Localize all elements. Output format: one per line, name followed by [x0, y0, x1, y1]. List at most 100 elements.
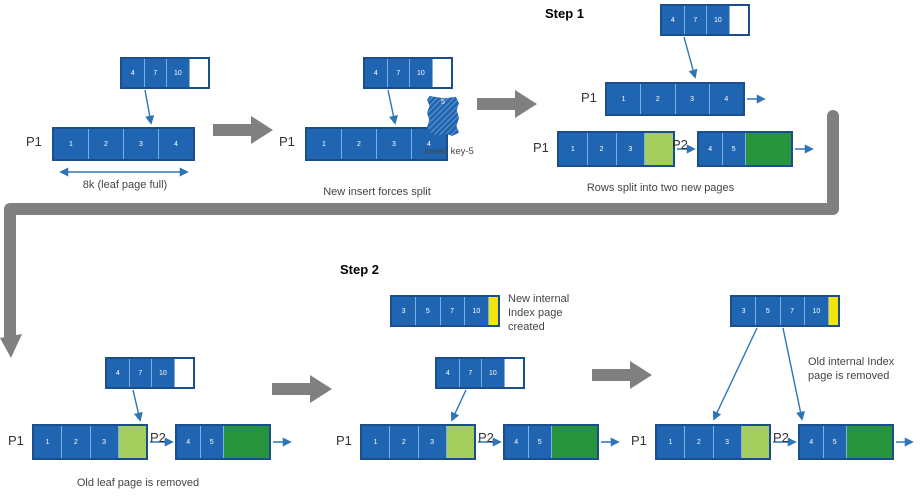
- caption-new-internal: New internal Index page created: [508, 293, 570, 333]
- page-cell: 2: [62, 426, 91, 458]
- page-cell: 4: [122, 59, 145, 87]
- page-cell: 5: [529, 426, 552, 458]
- page-cell: 2: [588, 133, 617, 165]
- page-cell: 1: [607, 84, 642, 114]
- page-cell: 1: [54, 129, 89, 159]
- page-label-p2: P2: [478, 430, 494, 445]
- page-cell: 10: [152, 359, 175, 387]
- page-cell: [741, 426, 769, 458]
- page-cell: 1: [657, 426, 686, 458]
- page-cell: 4: [177, 426, 201, 458]
- page-cell: 2: [685, 426, 714, 458]
- step1-title: Step 1: [545, 6, 585, 21]
- arrow-internal-to-leaf-3: [683, 36, 698, 79]
- page-cell: 1: [307, 129, 342, 159]
- page-cell: 1: [34, 426, 63, 458]
- block-arrow-2: [477, 90, 537, 118]
- arrow-internal-to-p1-b2: [450, 389, 467, 422]
- insert-key-value: 5: [441, 99, 445, 106]
- page-cell: [729, 6, 749, 34]
- page-label-p1: P1: [581, 90, 597, 105]
- caption-insert-key: Insert key-5: [424, 146, 474, 157]
- page-label-p1: P1: [336, 433, 352, 448]
- arrow-newinternal-to-p1: [712, 327, 758, 421]
- page-cell: [746, 133, 791, 165]
- page-cell: 7: [388, 59, 411, 87]
- page-cell: [645, 133, 673, 165]
- page-cell: 3: [91, 426, 119, 458]
- page-cell: 10: [482, 359, 505, 387]
- caption-new-insert: New insert forces split: [323, 186, 431, 198]
- page-cell: 5: [416, 297, 441, 325]
- block-arrow-3: [272, 375, 332, 403]
- pointer-arrows: [59, 36, 914, 447]
- block-arrow-1: [213, 116, 273, 144]
- page-cell: 4: [174, 140, 178, 148]
- page-cell: [432, 59, 452, 87]
- page-cell: 10: [410, 59, 433, 87]
- page-cell: 5: [723, 133, 746, 165]
- caption-leaf-full: 8k (leaf page full): [82, 179, 168, 191]
- page-cell: 2: [342, 129, 377, 159]
- block-arrow-4: [592, 361, 652, 389]
- page-cell: 4: [699, 133, 723, 165]
- page-cell: 7: [460, 359, 483, 387]
- page-cell: 10: [805, 297, 829, 325]
- page-cell: 2: [641, 84, 676, 114]
- page-cell: [847, 426, 892, 458]
- page-cell: [224, 426, 269, 458]
- page-cell: [189, 59, 209, 87]
- page-cell: 1: [362, 426, 391, 458]
- page-cell: 4: [662, 6, 685, 34]
- page-cell: 1: [559, 133, 588, 165]
- page-cell: 10: [465, 297, 489, 325]
- page-cell: 10: [167, 59, 190, 87]
- page-cell: 3: [714, 426, 742, 458]
- page-cell: 7: [441, 297, 465, 325]
- page-cell: 5: [201, 426, 224, 458]
- page-cell: 2: [89, 129, 124, 159]
- page-label-p2: P2: [672, 137, 688, 152]
- page-cell: 4: [724, 95, 729, 103]
- page-cell: [174, 359, 194, 387]
- page-cell: 7: [685, 6, 708, 34]
- page-label-p1: P1: [631, 433, 647, 448]
- arrow-internal-to-leaf-1: [144, 89, 155, 125]
- page-label-p1: P1: [8, 433, 24, 448]
- page-label-p1: P1: [279, 134, 295, 149]
- page-cell: 3: [676, 84, 710, 114]
- page-cell: 4: [427, 140, 431, 148]
- page-cell: 5: [756, 297, 781, 325]
- page-cell: 3: [392, 297, 417, 325]
- wrap-connector: [0, 110, 839, 358]
- page-cell: [118, 426, 146, 458]
- page-cell: [504, 359, 524, 387]
- page-cell: 4: [365, 59, 388, 87]
- page-cell: 3: [732, 297, 757, 325]
- page-cell: [446, 426, 474, 458]
- page-cell: 2: [390, 426, 419, 458]
- page-cell: 3: [617, 133, 646, 165]
- arrow-internal-to-p1-b1: [132, 389, 143, 422]
- page-label-p1: P1: [533, 140, 549, 155]
- page-cell: [489, 297, 498, 325]
- page-cell: 7: [145, 59, 168, 87]
- wrap-connector-arrowhead: [0, 334, 22, 358]
